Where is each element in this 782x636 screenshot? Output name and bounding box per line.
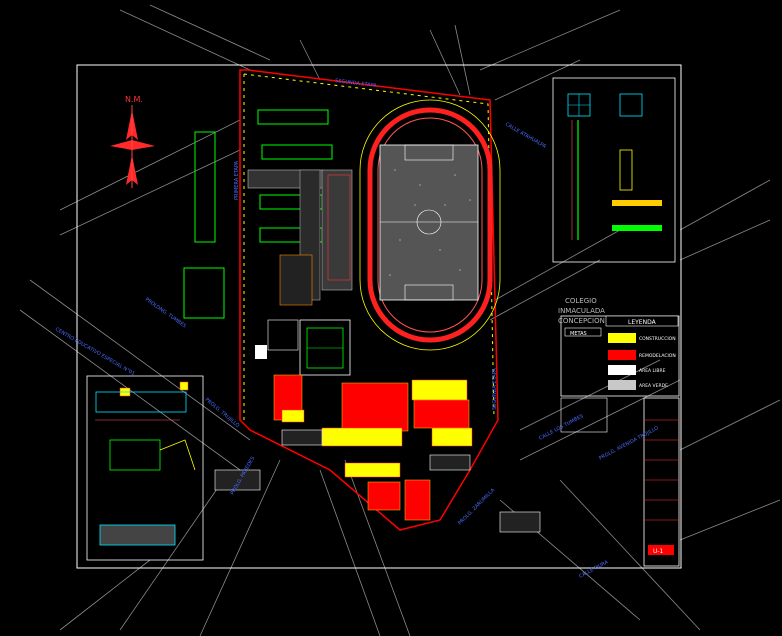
title-line-2: INMACULADA <box>558 307 605 315</box>
title-line-1: COLEGIO <box>565 297 597 305</box>
sheet-code: U-1 <box>653 548 664 555</box>
street-lines <box>19 4 781 636</box>
north-arrow-icon <box>110 105 155 188</box>
legend-panel <box>560 315 680 433</box>
legend-item-4: AREA VERDE <box>639 383 668 389</box>
legend-subheader: METAS <box>570 331 587 337</box>
street-label-top: SEGUNDA ETAPA <box>335 78 378 89</box>
legend-item-1: CONSTRUCCION <box>639 336 676 342</box>
street-label-inner-right: SEGUNDA ETAPA <box>492 368 498 410</box>
site-boundary <box>239 69 499 531</box>
lower-buildings <box>214 429 541 533</box>
detail-inset-top-right <box>552 77 676 263</box>
construction-blocks <box>119 379 473 478</box>
remodel-blocks <box>273 374 470 521</box>
street-label-inner-left: PRIMERA ETAPA <box>234 160 240 200</box>
sheet-title-block <box>643 397 680 567</box>
detail-inset-bottom-left <box>86 375 204 561</box>
north-label: N.M. <box>125 95 143 104</box>
central-buildings <box>247 169 353 376</box>
drawing-frame <box>76 64 682 569</box>
legend-item-2: REMODELACION <box>639 353 676 359</box>
field-texture <box>389 169 471 276</box>
athletic-track <box>359 99 501 351</box>
title-line-3: CONCEPCION <box>558 317 605 325</box>
legend-header: LEYENDA <box>628 319 657 326</box>
legend-item-3: AREA LIBRE <box>639 368 666 374</box>
